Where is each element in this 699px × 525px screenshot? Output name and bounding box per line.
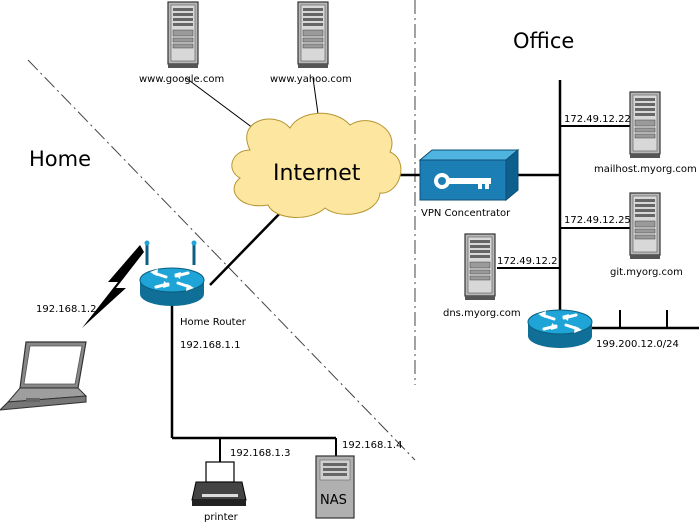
server-icon xyxy=(297,1,329,69)
git-ip: 172.49.12.25 xyxy=(564,215,631,226)
mailhost-ip: 172.49.12.22 xyxy=(564,114,631,125)
home-router-label: Home Router xyxy=(180,317,247,328)
home-zone-label: Home xyxy=(29,147,91,171)
home-divider-line xyxy=(27,59,416,461)
laptop-ip: 192.168.1.2 xyxy=(36,304,96,315)
yahoo-server[interactable]: www.yahoo.com xyxy=(270,1,352,85)
nas-ip: 192.168.1.4 xyxy=(342,440,402,451)
laptop[interactable] xyxy=(0,341,88,411)
router-icon xyxy=(526,308,594,350)
dns-label: dns.myorg.com xyxy=(443,308,521,319)
vpn-concentrator[interactable]: VPN Concentrator xyxy=(418,148,520,219)
server-icon xyxy=(629,192,661,260)
vpn-label: VPN Concentrator xyxy=(421,208,511,219)
office-zone-label: Office xyxy=(513,29,574,53)
mailhost-label: mailhost.myorg.com xyxy=(594,164,697,175)
server-icon xyxy=(464,233,496,301)
git-server[interactable]: git.myorg.com xyxy=(610,192,683,278)
server-icon xyxy=(167,1,199,69)
google-server-label: www.google.com xyxy=(139,74,224,85)
yahoo-server-label: www.yahoo.com xyxy=(270,74,352,85)
mailhost-server[interactable]: mailhost.myorg.com xyxy=(594,91,697,175)
wireless-link-icon xyxy=(82,245,144,328)
office-router[interactable] xyxy=(526,308,594,350)
nas[interactable]: NAS xyxy=(315,455,355,519)
router-icon xyxy=(138,266,206,308)
printer[interactable]: printer xyxy=(191,461,247,523)
dns-server[interactable]: dns.myorg.com xyxy=(443,233,521,319)
home-router-ip: 192.168.1.1 xyxy=(180,340,240,351)
git-label: git.myorg.com xyxy=(610,267,683,278)
internet-label: Internet xyxy=(273,161,361,186)
dns-ip: 172.49.12.2 xyxy=(497,256,557,267)
server-icon xyxy=(629,91,661,159)
printer-label: printer xyxy=(204,512,239,523)
key-icon xyxy=(434,173,491,189)
connections xyxy=(170,77,699,462)
internet-cloud[interactable]: Internet xyxy=(231,112,402,218)
nas-label: NAS xyxy=(320,493,347,508)
home-router[interactable]: Home Router 192.168.1.1 xyxy=(138,240,247,352)
printer-ip: 192.168.1.3 xyxy=(230,448,290,459)
office-network-label: 199.200.12.0/24 xyxy=(596,339,679,350)
google-server[interactable]: www.google.com xyxy=(139,1,224,85)
